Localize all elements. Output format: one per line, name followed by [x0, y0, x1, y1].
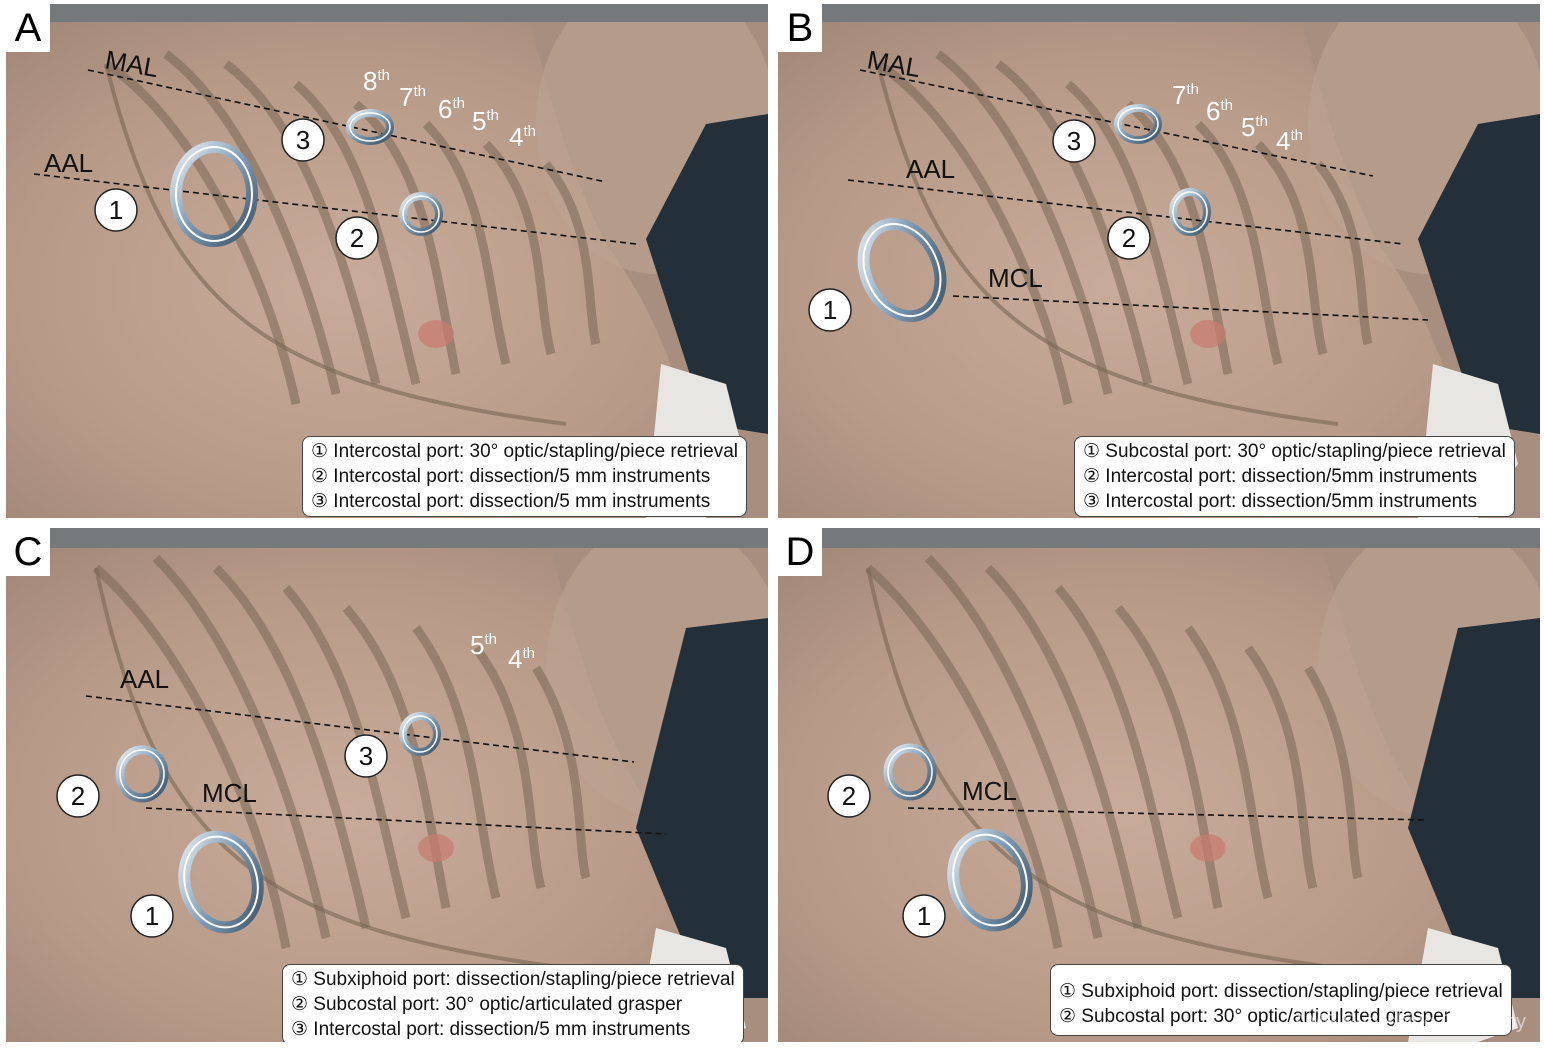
legend-row: ③ Intercostal port: dissection/5mm instr…: [1083, 491, 1478, 512]
port-marker-1: 1: [145, 901, 159, 931]
port-marker-3: 3: [359, 741, 373, 771]
trocar-port-2: [399, 192, 443, 236]
svg-text:4th: 4th: [1276, 126, 1303, 156]
panel-letter-b: B: [778, 4, 822, 52]
svg-text:7th: 7th: [399, 82, 426, 112]
legend-row: ② Intercostal port: dissection/5mm instr…: [1083, 466, 1478, 487]
drape-cloth: [1408, 618, 1540, 998]
port-legend-a: ① Intercostal port: 30° optic/stapling/p…: [302, 436, 748, 517]
aal-line-label: AAL: [44, 148, 93, 178]
torso-photo: 1 2 3 AAL MCL 5th 4th: [6, 528, 768, 1042]
panel-letter-c: C: [6, 528, 50, 576]
legend-row: ① Subxiphoid port: dissection/stapling/p…: [1059, 981, 1503, 1002]
port-marker-1: 1: [109, 195, 123, 225]
port-number-markers: [94, 118, 379, 260]
trocar-port-1: [857, 217, 947, 323]
rib-number-labels: 5th 4th: [470, 630, 535, 674]
port-marker-3: 3: [296, 125, 310, 155]
drape-cloth: [646, 114, 768, 434]
trocar-port-2: [1169, 188, 1211, 236]
legend-row: ② Intercostal port: dissection/5 mm inst…: [311, 466, 711, 487]
trocar-port-1: [178, 830, 264, 934]
trocar-port-3: [346, 109, 394, 145]
svg-text:5th: 5th: [470, 630, 497, 660]
port-marker-3: 3: [1067, 126, 1081, 156]
port-number-markers: [56, 734, 388, 938]
trocar-port-3: [1114, 104, 1162, 144]
rib-cage-drawing: [865, 554, 1363, 949]
panel-a: 1 2 3 MAL AAL 8th 7th 6th 5th 4th A ① In…: [6, 4, 768, 518]
port-marker-1: 1: [823, 295, 837, 325]
publisher-watermark: AME Publishing Company: [1293, 1011, 1526, 1033]
rib-number-labels: 7th 6th 5th 4th: [1172, 80, 1303, 156]
port-marker-1: 1: [917, 901, 931, 931]
port-marker-2: 2: [350, 223, 364, 253]
legend-row: ① Intercostal port: 30° optic/stapling/p…: [311, 441, 739, 462]
svg-text:4th: 4th: [508, 644, 535, 674]
trocar-port-1: [947, 828, 1033, 932]
port-legend-b: ① Subcostal port: 30° optic/stapling/pie…: [1074, 436, 1515, 517]
panel-c: 1 2 3 AAL MCL 5th 4th C ① Subxiphoid por…: [6, 528, 768, 1042]
mcl-line-label: MCL: [988, 263, 1043, 293]
port-legend-c: ① Subxiphoid port: dissection/stapling/p…: [282, 964, 744, 1042]
port-legend-d: ① Subxiphoid port: dissection/stapling/p…: [1050, 964, 1512, 1036]
panel-letter-a: A: [6, 4, 50, 52]
drape-cloth: [1418, 114, 1540, 434]
svg-text:6th: 6th: [1206, 96, 1233, 126]
port-marker-2: 2: [1122, 223, 1136, 253]
mcl-line-label: MCL: [202, 778, 257, 808]
mcl-line-label: MCL: [962, 776, 1017, 806]
trocar-port-3: [399, 712, 441, 756]
trocar-port-1: [170, 141, 258, 247]
trocar-port-2: [115, 745, 169, 803]
torso-photo: 1 2 3 MAL AAL 8th 7th 6th 5th 4th: [6, 4, 768, 518]
panel-letter-d: D: [778, 528, 822, 576]
svg-text:4th: 4th: [509, 122, 536, 152]
drape-cloth: [636, 618, 768, 998]
panel-b: 1 2 3 MAL AAL MCL 7th 6th 5th 4th B ① Su…: [778, 4, 1540, 518]
svg-text:5th: 5th: [1241, 112, 1268, 142]
legend-row: ② Subcostal port: 30° optic/articulated …: [1059, 1006, 1451, 1027]
svg-text:8th: 8th: [363, 66, 390, 96]
trocar-port-2: [883, 743, 937, 801]
svg-text:7th: 7th: [1172, 80, 1199, 110]
rib-cage-drawing: [103, 50, 601, 405]
rib-number-labels: 8th 7th 6th 5th 4th: [363, 66, 536, 152]
torso-photo: 1 2 MCL: [778, 528, 1540, 1042]
port-number-markers: [808, 119, 1151, 332]
svg-text:5th: 5th: [472, 106, 499, 136]
aal-line-label: AAL: [120, 664, 169, 694]
svg-text:6th: 6th: [438, 94, 465, 124]
port-marker-2: 2: [71, 781, 85, 811]
legend-row: ① Subxiphoid port: dissection/stapling/p…: [291, 969, 735, 990]
legend-row: ② Subcostal port: 30° optic/articulated …: [291, 994, 683, 1015]
torso-photo: 1 2 3 MAL AAL MCL 7th 6th 5th 4th: [778, 4, 1540, 518]
aal-line-label: AAL: [906, 154, 955, 184]
port-marker-2: 2: [842, 781, 856, 811]
legend-row: ① Subcostal port: 30° optic/stapling/pie…: [1083, 441, 1506, 462]
legend-row: ③ Intercostal port: dissection/5 mm inst…: [291, 1019, 691, 1040]
legend-row: ③ Intercostal port: dissection/5 mm inst…: [311, 491, 711, 512]
panel-d: 1 2 MCL D ① Subxiphoid port: dissection/…: [778, 528, 1540, 1042]
port-number-markers: [827, 774, 946, 938]
